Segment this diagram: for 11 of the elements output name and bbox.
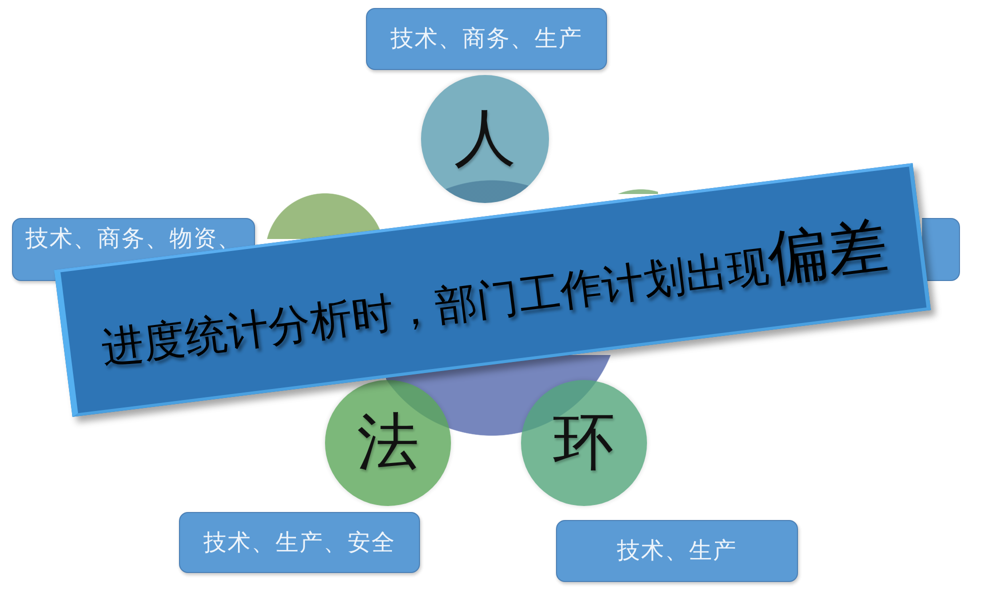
rounded-box — [556, 520, 798, 582]
factor-label: 环 — [553, 412, 615, 474]
rounded-box — [922, 218, 960, 281]
department-list: 技术、生产、安全 — [204, 528, 396, 556]
department-list: 技术、商务、物资、 — [26, 225, 242, 253]
factor-label: 人 — [454, 108, 516, 170]
rounded-box — [366, 8, 607, 70]
department-list: 技术、生产 — [617, 537, 737, 565]
rounded-box — [179, 512, 420, 573]
factor-label: 法 — [357, 412, 419, 474]
department-list: 技术、商务、生产 — [390, 25, 582, 53]
